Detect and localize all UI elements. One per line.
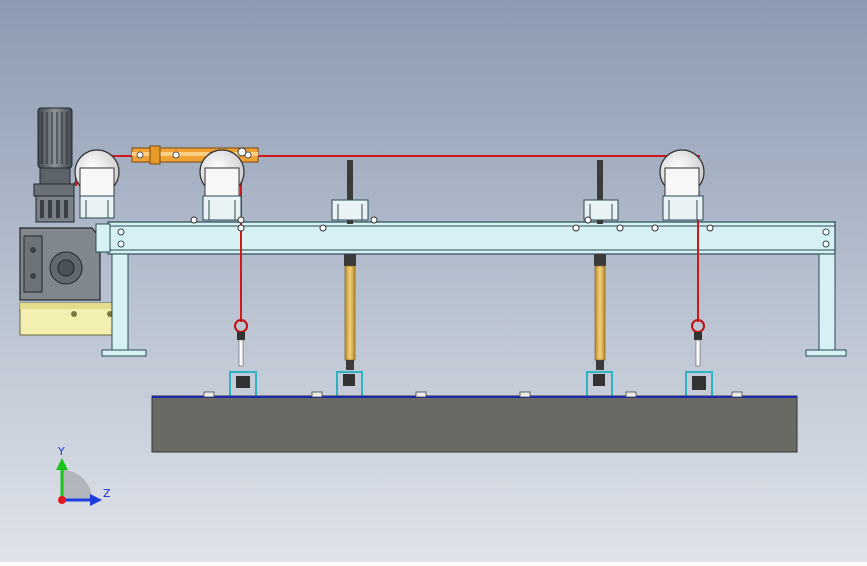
gearbox-frame-bracket xyxy=(95,223,111,253)
coordinate-triad: Y Z xyxy=(56,445,111,506)
main-frame-beam[interactable] xyxy=(107,221,836,255)
cable-shackle-left[interactable] xyxy=(234,319,248,367)
motor-cooling-fins xyxy=(41,112,68,164)
lifting-bracket-2 xyxy=(336,371,363,396)
triad-z-label: Z xyxy=(103,487,111,500)
lifting-bracket-3 xyxy=(586,371,613,396)
triad-y-label: Y xyxy=(57,445,65,458)
sheave-block-1[interactable] xyxy=(74,149,120,219)
load-base-plate[interactable] xyxy=(151,395,798,453)
gear-motor-assembly[interactable] xyxy=(19,107,119,336)
cable-shackle-right[interactable] xyxy=(691,319,705,367)
sheave-block-2[interactable] xyxy=(190,149,245,232)
motor-terminal-box xyxy=(39,167,71,185)
lifting-bracket-4 xyxy=(685,371,713,396)
lifting-rod-2[interactable] xyxy=(572,160,624,370)
lifting-rod-1[interactable] xyxy=(319,160,378,370)
base-bolt-heads xyxy=(203,391,743,398)
coupling-bolts xyxy=(40,200,68,218)
frame-leg-left xyxy=(101,253,147,357)
sheave-block-3[interactable] xyxy=(651,149,714,232)
frame-leg-right xyxy=(805,253,847,357)
beam-body xyxy=(107,221,836,255)
motor-flange xyxy=(33,183,75,197)
lifting-bracket-1 xyxy=(229,371,257,396)
